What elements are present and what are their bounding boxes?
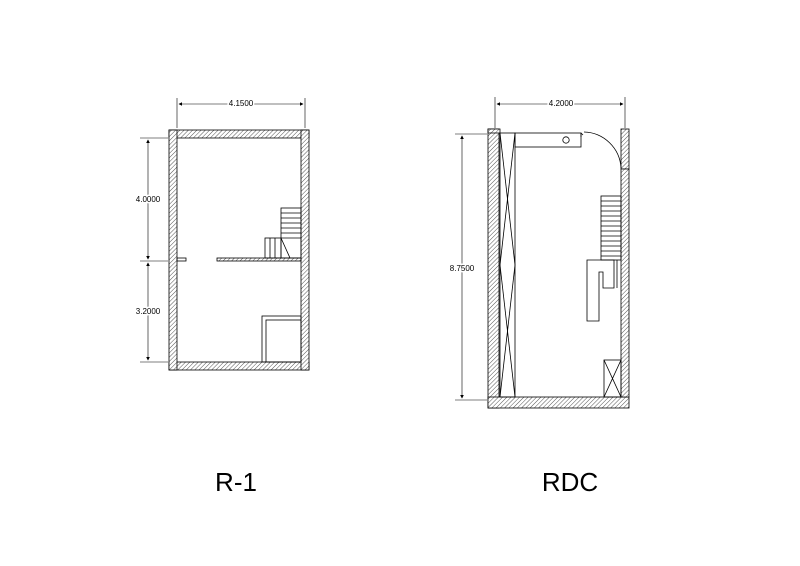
rdc-wall-right-upper [620, 128, 630, 170]
rdc-stairs [600, 195, 622, 261]
rdc-wall-bottom [487, 396, 630, 409]
r1-upper-height-label: 4.0000 [136, 195, 161, 204]
rdc-top-counter [514, 132, 582, 148]
r1-width-label: 4.1500 [229, 99, 254, 108]
r1-small-room [261, 315, 302, 363]
r1-partition [176, 257, 302, 262]
rdc-width-label: 4.2000 [549, 99, 574, 108]
rdc-walls [487, 128, 630, 409]
r1-wall-top [168, 129, 310, 139]
rdc-door [580, 131, 622, 169]
r1-stairs [264, 207, 302, 259]
r1-title: R-1 [215, 467, 257, 497]
rdc-sink-icon [562, 136, 570, 144]
r1-wall-right [300, 129, 310, 371]
rdc-height-label: 8.7500 [450, 264, 475, 273]
r1-wall-left [168, 129, 178, 371]
r1-walls [168, 129, 310, 371]
rdc-long-cabinet [499, 132, 516, 398]
plan-rdc: 4.2000 8.7500 RDC [448, 97, 630, 497]
r1-wall-bottom [168, 361, 310, 371]
r1-lower-height-label: 3.2000 [136, 307, 161, 316]
rdc-wall-top-stub [487, 128, 501, 134]
rdc-width-dimension: 4.2000 [494, 97, 626, 128]
plan-r1: 4.1500 4.0000 3.2000 R-1 [134, 98, 310, 497]
rdc-title: RDC [542, 467, 598, 497]
rdc-l-counter [586, 259, 618, 322]
rdc-height-dimension: 8.7500 [448, 133, 487, 401]
r1-width-dimension: 4.1500 [176, 98, 306, 128]
rdc-wall-right [620, 168, 630, 398]
rdc-small-cabinet [603, 359, 622, 398]
r1-height-dimension: 4.0000 3.2000 [134, 137, 168, 363]
rdc-wall-left [487, 128, 500, 409]
